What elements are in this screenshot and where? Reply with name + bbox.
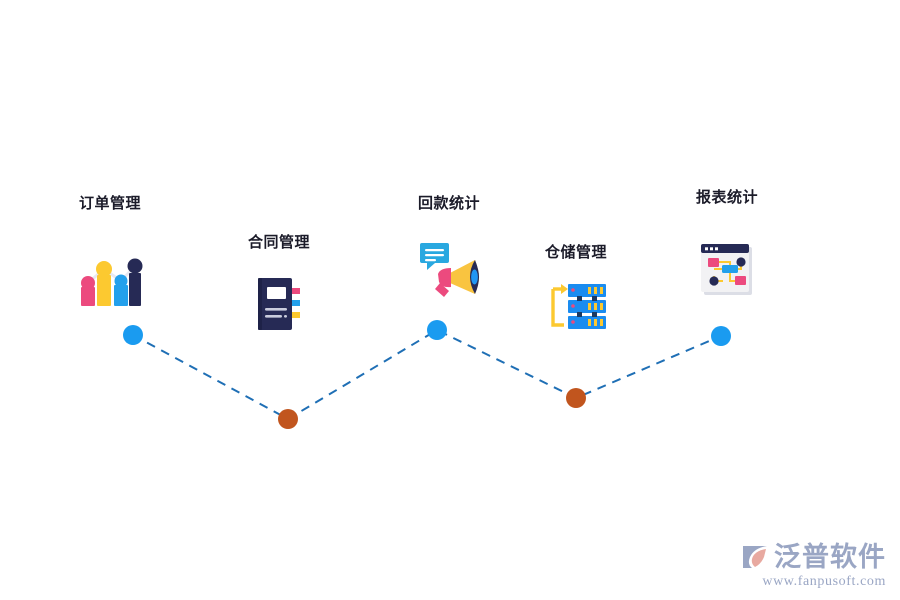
watermark-url: www.fanpusoft.com bbox=[762, 574, 886, 589]
browser-flowchart-icon bbox=[701, 244, 752, 295]
server-rack-icon bbox=[551, 284, 606, 329]
watermark-brand-row: 泛普软件 bbox=[740, 543, 886, 571]
node-order-management[interactable]: 订单管理 bbox=[25, 196, 195, 309]
node-label-warehouse-management: 仓储管理 bbox=[544, 244, 607, 261]
watermark: 泛普软件 www.fanpusoft.com bbox=[740, 543, 886, 590]
bar-chart-people-icon bbox=[81, 258, 143, 306]
fanpu-logo-icon bbox=[743, 546, 767, 568]
timeline-dot-valley-1 bbox=[278, 409, 298, 429]
timeline-dot-peak-2 bbox=[427, 320, 447, 340]
megaphone-icon bbox=[420, 243, 479, 297]
node-warehouse-management[interactable]: 仓储管理 bbox=[491, 245, 661, 332]
node-label-contract-management: 合同管理 bbox=[247, 234, 310, 251]
watermark-brand-text: 泛普软件 bbox=[774, 541, 886, 572]
node-label-report-statistics: 报表统计 bbox=[695, 189, 758, 206]
node-label-payment-statistics: 回款统计 bbox=[417, 195, 480, 212]
timeline-dot-valley-2 bbox=[566, 388, 586, 408]
icon-wrap-report-statistics bbox=[642, 243, 812, 297]
icon-wrap-order-management bbox=[25, 257, 195, 309]
node-report-statistics[interactable]: 报表统计 bbox=[642, 190, 812, 297]
notebook-icon bbox=[258, 278, 300, 330]
icon-wrap-payment-statistics bbox=[364, 239, 534, 301]
timeline-dot-peak-3 bbox=[711, 326, 731, 346]
node-contract-management[interactable]: 合同管理 bbox=[194, 235, 364, 332]
node-payment-statistics[interactable]: 回款统计 bbox=[364, 196, 534, 301]
node-label-order-management: 订单管理 bbox=[78, 195, 141, 212]
zigzag-dashed-line bbox=[132, 328, 722, 421]
icon-wrap-contract-management bbox=[194, 276, 364, 332]
icon-wrap-warehouse-management bbox=[491, 282, 661, 332]
timeline-dot-peak-1 bbox=[123, 325, 143, 345]
